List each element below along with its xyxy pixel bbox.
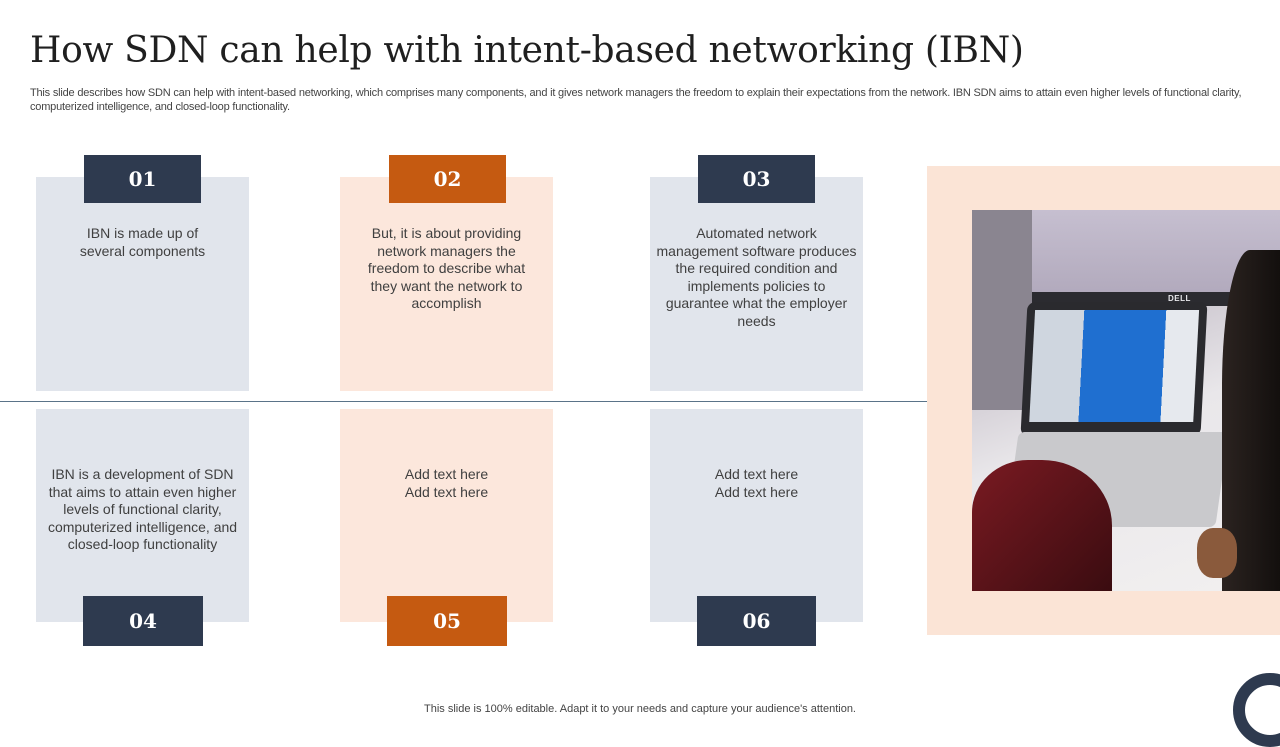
card-04: IBN is a development of SDN that aims to…	[36, 409, 249, 622]
laptop-photo: DELL	[972, 210, 1280, 591]
background-wall	[972, 210, 1032, 410]
card-text: Automated network management software pr…	[656, 225, 857, 329]
card-text: Add text here Add text here	[404, 466, 489, 500]
divider-line	[0, 401, 929, 402]
number-badge-03: 03	[698, 155, 815, 203]
card-06: Add text here Add text here	[650, 409, 863, 622]
card-01: IBN is made up of several components	[36, 177, 249, 391]
number-badge-04: 04	[83, 596, 203, 646]
person-left	[972, 460, 1112, 591]
card-05: Add text here Add text here	[340, 409, 553, 622]
card-text: Add text here Add text here	[714, 466, 799, 500]
number-badge-02: 02	[389, 155, 506, 203]
decorative-ring	[1233, 673, 1280, 747]
monitor-brand-label: DELL	[1168, 294, 1191, 303]
number-badge-05: 05	[387, 596, 507, 646]
page-title: How SDN can help with intent-based netwo…	[30, 30, 1024, 71]
number-badge-06: 06	[697, 596, 816, 646]
card-02: But, it is about providing network manag…	[340, 177, 553, 391]
card-text: But, it is about providing network manag…	[367, 225, 526, 312]
slide-description: This slide describes how SDN can help wi…	[30, 87, 1242, 113]
card-text: IBN is a development of SDN that aims to…	[47, 466, 238, 553]
number-badge-01: 01	[84, 155, 201, 203]
card-text: IBN is made up of several components	[79, 225, 206, 259]
card-03: Automated network management software pr…	[650, 177, 863, 391]
hand	[1197, 528, 1237, 578]
laptop-screen	[1020, 302, 1208, 436]
footer-note: This slide is 100% editable. Adapt it to…	[424, 703, 856, 715]
